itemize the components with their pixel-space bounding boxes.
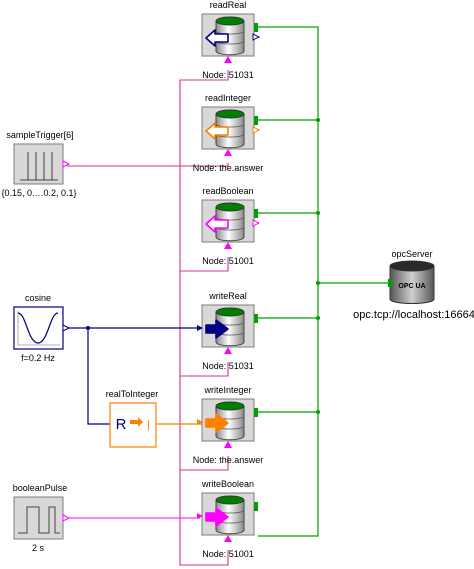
trigger-port	[224, 56, 232, 63]
opc-ua-badge: OPC UA	[398, 283, 425, 290]
trigger-port	[224, 347, 232, 354]
read-arrow-icon	[205, 215, 229, 233]
opc-port	[254, 314, 258, 323]
signal-output-port	[252, 126, 261, 134]
real-to-integer-name: realToInteger	[106, 389, 159, 399]
database-icon	[215, 202, 245, 242]
signal-input-port	[197, 325, 203, 331]
bus-junctions	[316, 118, 320, 414]
read-real-node: Node: 51031	[202, 70, 254, 80]
read-boolean-node: Node: 51001	[202, 256, 254, 266]
read-integer-node: Node: the.answer	[193, 163, 264, 173]
opc-bus-lines	[258, 26, 390, 537]
read-arrow-icon	[205, 122, 229, 140]
boolean-pulse-name: booleanPulse	[13, 483, 68, 493]
read-arrow-icon	[205, 29, 229, 47]
cosine-block[interactable]: cosine f=0.2 Hz	[13, 293, 71, 363]
write-arrow-icon	[205, 319, 229, 339]
write-arrow-icon	[205, 507, 229, 527]
opc-server-name: opcServer	[391, 249, 432, 259]
read-integer-name: readInteger	[205, 93, 251, 103]
write-integer-node: Node: the.answer	[193, 455, 264, 465]
write-real-node: Node: 51031	[202, 361, 254, 371]
real-to-integer-box	[109, 402, 157, 448]
cosine-name: cosine	[25, 293, 51, 303]
opc-port	[254, 116, 258, 125]
trigger-lines	[67, 70, 229, 566]
cosine-wave-icon	[17, 311, 60, 346]
opc-port	[254, 209, 258, 218]
write-integer-name: writeInteger	[203, 385, 251, 395]
opc-server-port	[388, 279, 392, 287]
signal-input-port	[197, 419, 203, 425]
sample-trigger-param: {0.15, 0.…0.2, 0.1}	[1, 188, 76, 198]
write-arrow-icon	[205, 413, 229, 433]
boolean-pulse-param: 2 s	[32, 543, 45, 553]
pulse-wave-icon	[18, 506, 60, 534]
opc-port	[254, 408, 258, 417]
connections	[65, 26, 390, 566]
opc-server-block[interactable]: opcServer OPC UA opc.tcp://localhost:166…	[353, 249, 474, 321]
cosine-port	[62, 324, 71, 332]
boolean-pulse-port	[62, 514, 71, 522]
trigger-port	[224, 535, 232, 542]
trigger-port	[224, 149, 232, 156]
read-real-name: readReal	[210, 0, 247, 10]
server-cylinder-icon	[389, 260, 435, 304]
signal-output-port	[252, 219, 261, 227]
database-icon	[215, 109, 245, 149]
opc-server-address: opc.tcp://localhost:16664	[353, 309, 474, 321]
signal-output-port	[252, 33, 261, 41]
database-icon	[215, 401, 245, 441]
sample-trigger-name: sampleTrigger[6]	[6, 130, 73, 140]
write-real-name: writeReal	[208, 291, 247, 301]
real-to-integer-block[interactable]: realToInteger R |	[106, 389, 159, 448]
opc-port	[254, 502, 258, 511]
sample-trigger-icon	[20, 152, 58, 181]
write-boolean-name: writeBoolean	[201, 479, 254, 489]
trigger-port	[224, 242, 232, 249]
trigger-port	[224, 441, 232, 448]
sample-trigger-box	[13, 143, 64, 185]
database-icon	[215, 307, 245, 347]
real-to-integer-symbol: R	[116, 416, 127, 433]
database-icon	[215, 495, 245, 535]
convert-arrow-icon	[130, 417, 143, 427]
boolean-pulse-block[interactable]: booleanPulse 2 s	[13, 483, 71, 553]
sample-trigger-port	[62, 160, 71, 168]
database-icon	[215, 16, 245, 56]
read-boolean-name: readBoolean	[202, 186, 253, 196]
write-boolean-node: Node: 51001	[202, 549, 254, 559]
real-junction	[86, 326, 90, 330]
cosine-param: f=0.2 Hz	[21, 353, 55, 363]
signal-input-port	[197, 513, 203, 519]
integer-bar-icon: |	[147, 419, 150, 431]
sample-trigger-block[interactable]: sampleTrigger[6] {0.15, 0.…0.2, 0.1}	[1, 130, 76, 198]
opc-port	[254, 23, 258, 32]
